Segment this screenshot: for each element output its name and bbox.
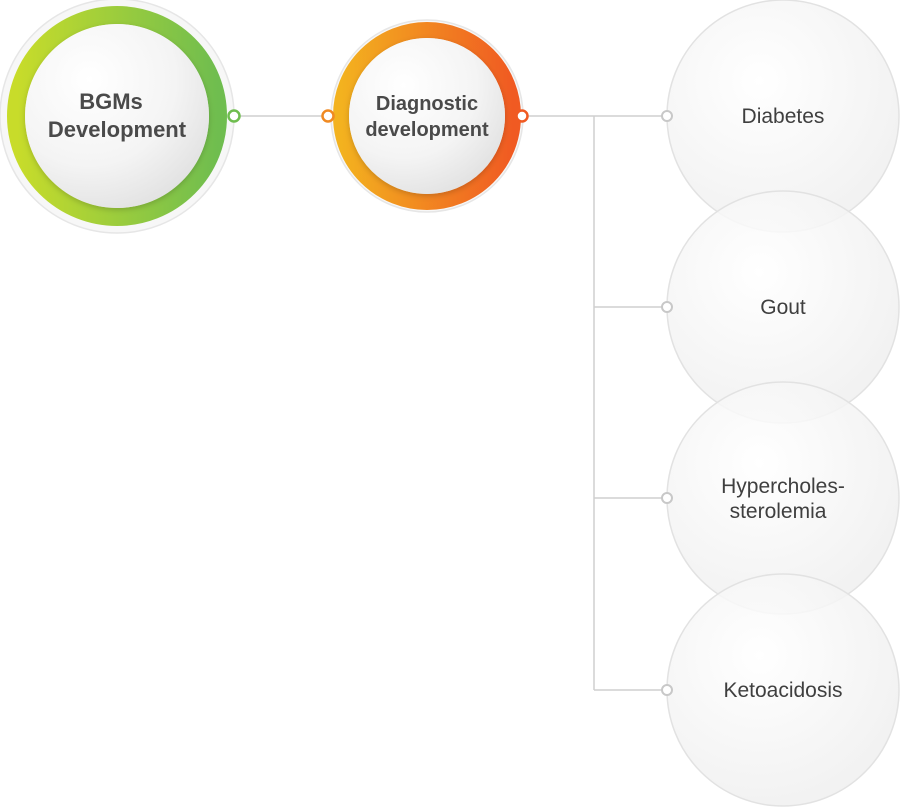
diabetes-input-dot [661,110,673,122]
connector-lines [234,115,667,691]
root-node-bgms-development: BGMs Development [0,0,235,234]
leaf-label-diabetes: Diabetes [742,105,825,128]
ketoacidosis-input-dot [661,684,673,696]
middle-node-title-line2: development [365,119,489,141]
leaf-label-gout: Gout [760,296,806,319]
root-node-title-line1: BGMs [79,89,143,114]
leaf-label-hypercholesterolemia-line1: Hypercholes- [721,475,845,498]
middle-input-dot [321,109,335,123]
root-node-title-line2: Development [48,117,187,142]
hypercholesterolemia-input-dot [661,492,673,504]
middle-node-diagnostic-development: Diagnostic development [330,19,524,213]
leaf-label-ketoacidosis: Ketoacidosis [723,679,842,702]
root-output-dot [227,109,241,123]
leaf-labels: Diabetes Gout Hypercholes- sterolemia Ke… [721,105,845,702]
connector-dots [227,109,673,696]
leaf-label-hypercholesterolemia-line2: sterolemia [730,500,827,523]
middle-output-dot [515,109,529,123]
gout-input-dot [661,301,673,313]
middle-node-title-line1: Diagnostic [376,93,478,115]
